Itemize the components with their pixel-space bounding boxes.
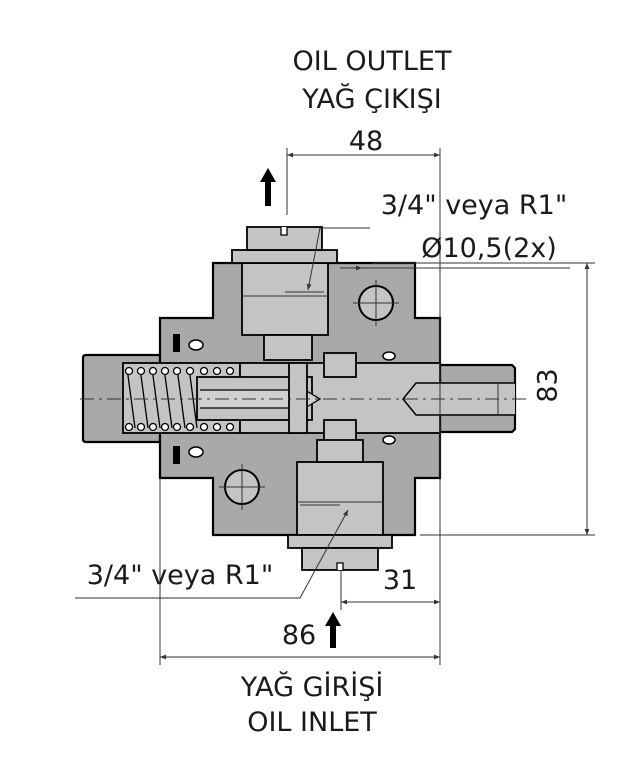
dim-outlet-width: 48 — [348, 126, 384, 157]
oring-top — [188, 339, 204, 351]
outlet-title-tr: YAĞ ÇIKIŞI — [302, 84, 442, 115]
inlet-fitting-flange — [287, 534, 393, 549]
inlet-title-en: OIL INLET — [247, 707, 377, 738]
inlet-port-label: 3/4" veya R1" — [86, 560, 274, 591]
spring-icon — [124, 366, 235, 432]
dim-inlet-offset: 31 — [382, 565, 418, 596]
mounting-hole-bottom — [219, 464, 265, 510]
inlet-stem — [316, 439, 364, 463]
inlet-arrow-icon — [325, 612, 341, 648]
outlet-stem — [263, 334, 313, 361]
dimension-lines — [75, 148, 595, 665]
dim-height: 83 — [532, 368, 564, 403]
dim-overall-width: 86 — [281, 620, 317, 651]
outlet-fitting-flange — [231, 249, 338, 264]
seal-top — [173, 334, 180, 352]
pin — [288, 362, 308, 434]
inlet-port — [296, 461, 384, 536]
outlet-title-en: OIL OUTLET — [292, 46, 452, 77]
seal-bottom — [173, 446, 180, 464]
outlet-arrow-icon — [260, 168, 276, 206]
oring-right-top — [382, 351, 396, 361]
inlet-title-tr: YAĞ GİRİŞİ — [240, 672, 384, 703]
vane-top — [323, 352, 357, 378]
oring-bottom — [188, 446, 204, 458]
outlet-port — [241, 262, 329, 336]
oring-right-bottom — [382, 435, 396, 445]
mounting-hole-label: Ø10,5(2x) — [421, 233, 557, 264]
outlet-port-label: 3/4" veya R1" — [380, 190, 568, 221]
mounting-hole-top — [353, 280, 399, 326]
